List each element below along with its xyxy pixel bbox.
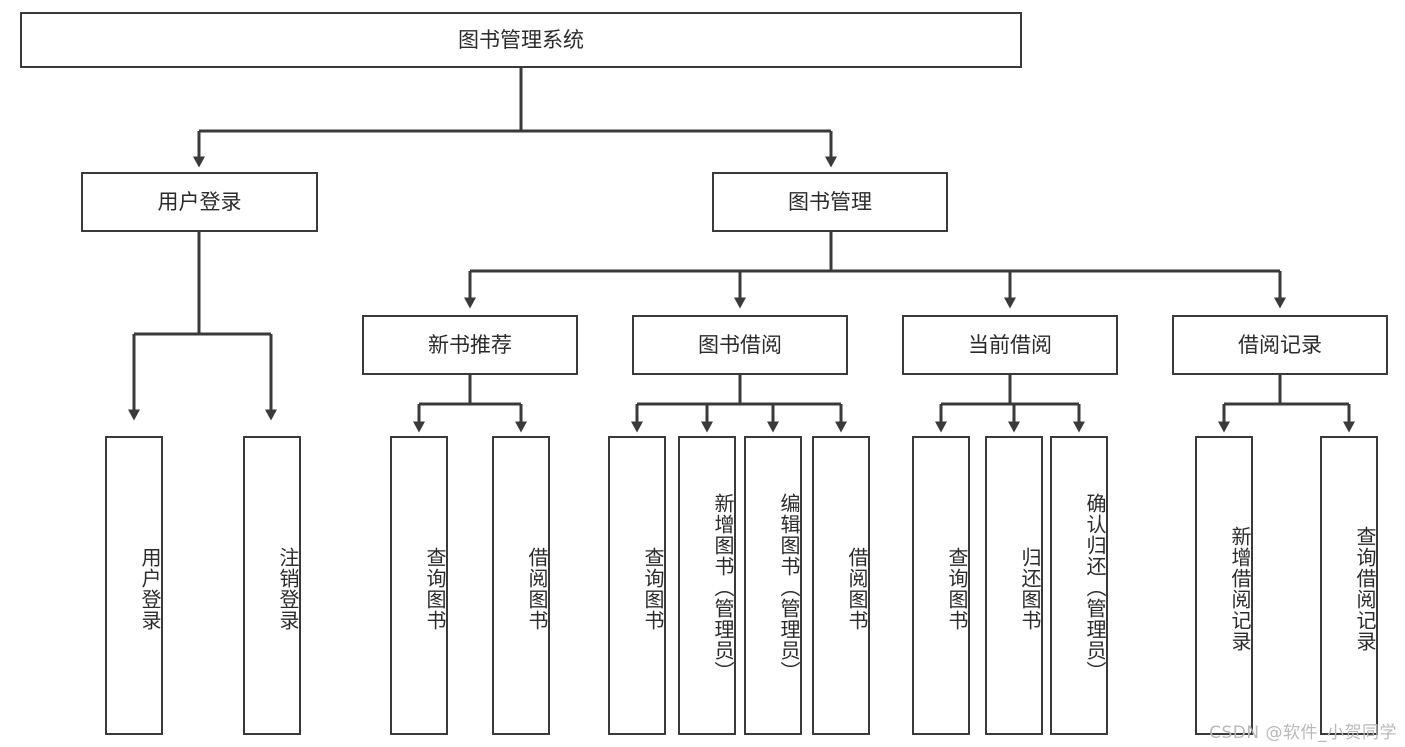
node-current-borrow-label: 当前借阅 — [968, 332, 1052, 357]
node-leaf-return-book[interactable]: 归还图书 — [985, 436, 1043, 735]
node-user-login[interactable]: 用户登录 — [81, 172, 318, 232]
node-leaf-edit-book[interactable]: 编辑图书（管理员） — [744, 436, 802, 735]
node-leaf-add-record[interactable]: 新增借阅记录 — [1195, 436, 1253, 735]
node-leaf-user-login-label: 用户登录 — [138, 546, 162, 631]
node-root[interactable]: 图书管理系统 — [20, 12, 1022, 68]
node-book-manage-label: 图书管理 — [788, 189, 872, 214]
node-leaf-borrow-book-2[interactable]: 借阅图书 — [812, 436, 870, 735]
node-leaf-confirm-return[interactable]: 确认归还（管理员） — [1050, 436, 1108, 735]
node-leaf-query-record-label: 查询借阅记录 — [1353, 525, 1377, 652]
node-leaf-query-book-3[interactable]: 查询图书 — [912, 436, 970, 735]
node-leaf-query-book-2-label: 查询图书 — [641, 546, 665, 631]
node-new-book-recommend[interactable]: 新书推荐 — [362, 315, 578, 375]
node-new-book-recommend-label: 新书推荐 — [428, 332, 512, 357]
node-book-borrow-label: 图书借阅 — [698, 332, 782, 357]
watermark-text: CSDN @软件_小贺同学 — [1209, 723, 1397, 743]
node-leaf-borrow-book-2-label: 借阅图书 — [845, 546, 869, 631]
node-leaf-add-record-label: 新增借阅记录 — [1228, 525, 1252, 652]
node-borrow-record[interactable]: 借阅记录 — [1172, 315, 1388, 375]
node-root-label: 图书管理系统 — [458, 27, 584, 52]
node-leaf-confirm-return-label: 确认归还（管理员） — [1083, 492, 1107, 682]
node-leaf-return-book-label: 归还图书 — [1018, 546, 1042, 631]
node-user-login-label: 用户登录 — [157, 189, 242, 214]
node-leaf-query-book-1[interactable]: 查询图书 — [390, 436, 448, 735]
node-leaf-query-book-3-label: 查询图书 — [945, 546, 969, 631]
node-borrow-record-label: 借阅记录 — [1238, 332, 1322, 357]
node-leaf-add-book[interactable]: 新增图书（管理员） — [678, 436, 736, 735]
node-leaf-add-book-label: 新增图书（管理员） — [711, 492, 735, 682]
node-book-manage[interactable]: 图书管理 — [712, 172, 948, 232]
node-leaf-logout-login[interactable]: 注销登录 — [243, 436, 301, 735]
node-book-borrow[interactable]: 图书借阅 — [632, 315, 848, 375]
node-leaf-query-book-2[interactable]: 查询图书 — [608, 436, 666, 735]
node-leaf-user-login[interactable]: 用户登录 — [105, 436, 163, 735]
node-leaf-borrow-book-1-label: 借阅图书 — [525, 546, 549, 631]
node-leaf-edit-book-label: 编辑图书（管理员） — [777, 492, 801, 682]
node-leaf-query-record[interactable]: 查询借阅记录 — [1320, 436, 1378, 735]
node-leaf-logout-login-label: 注销登录 — [276, 546, 300, 631]
node-current-borrow[interactable]: 当前借阅 — [902, 315, 1118, 375]
node-leaf-query-book-1-label: 查询图书 — [423, 546, 447, 631]
node-leaf-borrow-book-1[interactable]: 借阅图书 — [492, 436, 550, 735]
